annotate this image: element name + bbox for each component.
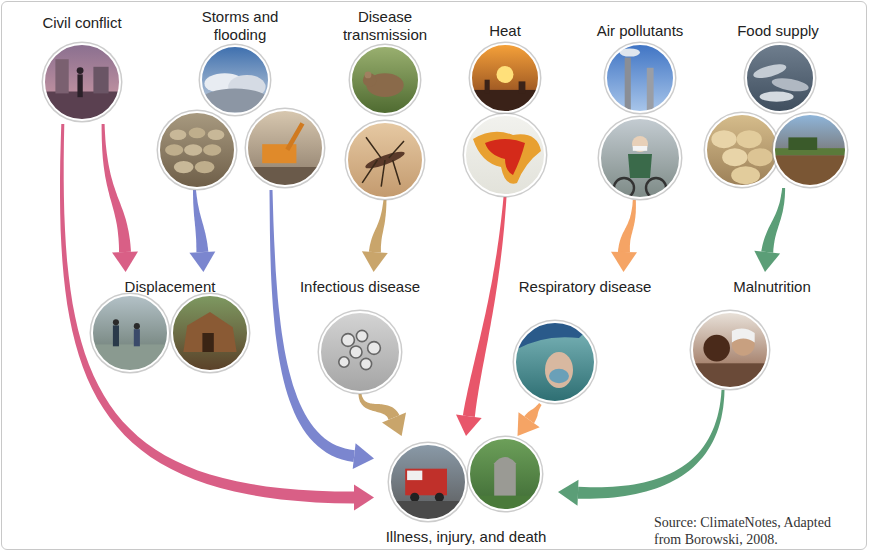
photo-node: Disease transmission: [331, 6, 439, 200]
photo-circles: [700, 20, 852, 188]
arrow-head: [354, 485, 374, 511]
node-label: Civil conflict: [36, 14, 128, 32]
arrow-head: [353, 443, 374, 469]
arrow-shaft: [359, 394, 400, 420]
arrow-head: [382, 413, 406, 436]
node-label: Food supply: [726, 22, 830, 40]
node-label: Disease transmission: [333, 8, 437, 44]
photo-circles: [460, 20, 550, 197]
photo-node: Air pollutants: [583, 20, 697, 200]
arrow-head: [112, 252, 138, 272]
node-label: Malnutrition: [720, 278, 824, 296]
node-label: Illness, injury, and death: [376, 528, 556, 546]
photo-node: Malnutrition: [688, 272, 828, 390]
node-label: Air pollutants: [585, 22, 695, 40]
arrow-shaft: [578, 390, 725, 499]
flow-arrow: [456, 197, 507, 436]
photo-node: Infectious disease: [292, 272, 428, 394]
arrow-shaft: [618, 200, 636, 252]
node-label: Respiratory disease: [510, 278, 660, 296]
arrow-head: [518, 412, 540, 436]
flow-arrow: [189, 190, 215, 272]
flow-arrow: [754, 188, 785, 272]
arrow-head: [362, 251, 388, 272]
flow-arrow: [359, 394, 407, 436]
flow-arrow: [362, 200, 388, 272]
flow-arrow: [518, 403, 542, 436]
photo-node: Storms and flooding: [150, 6, 328, 190]
arrow-head: [558, 480, 579, 506]
arrow-head: [754, 251, 780, 272]
arrow-shaft: [761, 188, 785, 253]
source-note: Source: ClimateNotes, Adapted from Borow…: [654, 514, 859, 548]
arrow-head: [611, 252, 637, 272]
arrow-head: [189, 251, 215, 272]
arrow-shaft: [463, 197, 507, 417]
photo-node: Displacement: [90, 272, 252, 373]
node-label: Storms and flooding: [195, 8, 285, 44]
flow-arrow: [558, 390, 725, 506]
flow-arrow: [102, 124, 138, 272]
photo-node: Civil conflict: [34, 10, 130, 124]
arrow-head: [456, 414, 482, 436]
flow-arrow: [611, 200, 637, 272]
arrow-shaft: [102, 124, 131, 252]
arrow-shaft: [369, 200, 387, 253]
photo-node: Respiratory disease: [508, 272, 662, 404]
node-label: Displacement: [114, 278, 226, 296]
node-label: Infectious disease: [294, 278, 426, 296]
arrow-shaft: [193, 190, 208, 252]
node-label: Heat: [470, 22, 540, 40]
photo-node: Food supply: [700, 20, 852, 188]
photo-node: Heat: [460, 20, 550, 197]
photo-circles: [585, 20, 695, 200]
photo-node: Illness, injury, and death: [374, 436, 558, 548]
